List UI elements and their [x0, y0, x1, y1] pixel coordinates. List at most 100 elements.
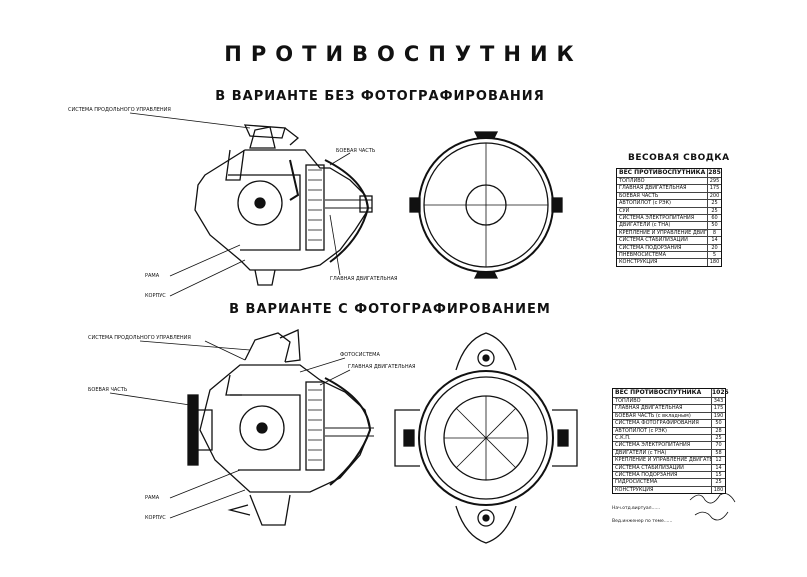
row-label: С.К.П. [615, 435, 631, 442]
row-label: СИСТЕМА ЭЛЕКТРОПИТАНИЯ [619, 215, 695, 222]
row-label: АВТОПИЛОТ (с РЭК) [615, 427, 667, 434]
table-header-value: 1025 [711, 389, 729, 397]
row-label: КОНСТРУКЦИЯ [619, 259, 658, 266]
label-main-engine-bottom: ГЛАВНАЯ ДВИГАТЕЛЬНАЯ [348, 364, 416, 370]
main-title: ПРОТИВОСПУТНИК [224, 42, 583, 66]
row-label: ТОПЛИВО [619, 178, 645, 184]
row-label: БОЕВАЯ ЧАСТЬ (с вкладным) [615, 412, 691, 419]
table-header-label: ВЕС ПРОТИВОСПУТНИКА [619, 169, 706, 176]
row-label: СИСТЕМА ПОДОРЗАНИЯ [619, 244, 682, 251]
row-label: КОНСТРУКЦИЯ [615, 486, 654, 493]
row-value: 60 [707, 215, 721, 222]
row-label: СИСТЕМА ФОТОГРАФИРОВАНИЯ [615, 420, 699, 427]
table-row: ГЛАВНАЯ ДВИГАТЕЛЬНАЯ 175 [617, 185, 721, 193]
table-header-label: ВЕС ПРОТИВОСПУТНИКА [615, 389, 702, 396]
row-value: 295 [707, 178, 721, 185]
table-row: СИСТЕМА ПОДОРЗАНИЯ 20 [617, 244, 721, 253]
row-value: 50 [707, 222, 721, 229]
row-label: ГЛАВНАЯ ДВИГАТЕЛЬНАЯ [619, 185, 687, 192]
table-row: СИСТЕМА СТАБИЛИЗАЦИИ 14 [613, 464, 725, 473]
table-row: КРЕПЛЕНИЕ И УПРАВЛЕНИЕ ДВИГАТЕЛЕЙ8 [617, 229, 721, 238]
row-value: 180 [711, 486, 725, 494]
table-row: СИСТЕМА ЭЛЕКТРОПИТАНИЯ 60 [617, 215, 721, 223]
signature-line-2: Вед.инженер по теме...... [612, 519, 673, 524]
row-label: СУИ [619, 207, 630, 214]
row-value: 343 [711, 398, 725, 405]
row-label: ТОПЛИВО [615, 398, 641, 404]
row-value: 58 [711, 449, 725, 457]
table-row: КРЕПЛЕНИЕ И УПРАВЛЕНИЕ ДВИГАТЕЛЕЙ12 [613, 457, 725, 465]
table-row: СИСТЕМА СТАБИЛИЗАЦИИ 14 [617, 237, 721, 245]
row-label: СИСТЕМА СТАБИЛИЗАЦИИ [615, 464, 684, 471]
row-label: ГИДРОСИСТЕМА [615, 479, 658, 486]
bottom-front-view [394, 332, 578, 544]
row-label: ПНЕВМОСИСТЕМА [619, 252, 667, 259]
row-value: 14 [707, 237, 721, 244]
row-value: 8 [707, 229, 721, 237]
row-value: 14 [711, 464, 725, 472]
row-value: 12 [711, 457, 725, 464]
table-row: ТОПЛИВО 343 [613, 398, 725, 406]
row-value: 25 [711, 435, 725, 442]
row-value: 15 [711, 472, 725, 479]
table-row: КОНСТРУКЦИЯ 180 [613, 486, 725, 494]
row-label: ДВИГАТЕЛИ (с ТНА) [619, 222, 671, 229]
label-frame-bottom: РАМА [145, 495, 160, 501]
table-header-value: 285 [707, 169, 721, 177]
row-value: 175 [711, 405, 725, 412]
top-front-view [409, 131, 563, 279]
table-row: С.К.П. 25 [613, 435, 725, 443]
row-value: 200 [707, 192, 721, 200]
table-row: ПНЕВМОСИСТЕМА 5 [617, 252, 721, 260]
row-label: КРЕПЛЕНИЕ И УПРАВЛЕНИЕ ДВИГАТЕЛЕЙ [615, 457, 711, 464]
section-title-without-photo: В ВАРИАНТЕ БЕЗ ФОТОГРАФИРОВАНИЯ [215, 89, 545, 104]
table-header-row: ВЕС ПРОТИВОСПУТНИКА 285 [617, 169, 721, 178]
top-side-view [194, 124, 373, 286]
table-row: ДВИГАТЕЛИ (с ТНА) 58 [613, 449, 725, 458]
label-body-bottom: КОРПУС [145, 515, 166, 521]
table-row: ДВИГАТЕЛИ (с ТНА) 50 [617, 222, 721, 230]
row-label: АВТОПИЛОТ (с РЭК) [619, 200, 671, 207]
label-frame-top: РАМА [145, 273, 160, 279]
table-row: АВТОПИЛОТ (с РЭК) 25 [617, 200, 721, 208]
row-value: 25 [711, 479, 725, 486]
row-value: 175 [707, 185, 721, 192]
row-value: 20 [707, 244, 721, 252]
label-camera: ФОТОСИСТЕМА [340, 352, 380, 358]
table-row: СИСТЕМА ПОДОРЗАНИЯ 15 [613, 472, 725, 480]
table-row: БОЕВАЯ ЧАСТЬ (с вкладным) 190 [613, 412, 725, 421]
signature-line-1: Нач.отд.виртуал...... [612, 506, 661, 511]
table-header-row: ВЕС ПРОТИВОСПУТНИКА 1025 [613, 389, 729, 398]
table-row: ТОПЛИВО 295 [617, 178, 721, 186]
row-label: ДВИГАТЕЛИ (с ТНА) [615, 449, 667, 456]
weight-summary-title: ВЕСОВАЯ СВОДКА [628, 153, 730, 163]
signature-marks [689, 493, 736, 521]
row-value: 5 [707, 252, 721, 259]
row-value: 50 [711, 420, 725, 427]
row-label: СИСТЕМА ЭЛЕКТРОПИТАНИЯ [615, 442, 691, 449]
section-title-with-photo: В ВАРИАНТЕ С ФОТОГРАФИРОВАНИЕМ [229, 302, 551, 317]
label-body-top: КОРПУС [145, 293, 166, 299]
row-value: 190 [711, 412, 725, 420]
row-value: 70 [711, 442, 725, 449]
table-row: СИСТЕМА ФОТОГРАФИРОВАНИЯ 50 [613, 420, 725, 428]
label-orientation-system-bottom: СИСТЕМА ПРОДОЛЬНОГО УПРАВЛЕНИЯ [88, 335, 191, 341]
row-value: 25 [707, 200, 721, 207]
label-orientation-system-top: СИСТЕМА ПРОДОЛЬНОГО УПРАВЛЕНИЯ [68, 107, 171, 113]
leader-lines-top [129, 112, 351, 297]
table-row: АВТОПИЛОТ (с РЭК) 28 [613, 427, 725, 436]
row-label: ГЛАВНАЯ ДВИГАТЕЛЬНАЯ [615, 405, 683, 412]
row-label: СИСТЕМА СТАБИЛИЗАЦИИ [619, 237, 688, 244]
table-row: ГЛАВНАЯ ДВИГАТЕЛЬНАЯ 175 [613, 405, 725, 413]
row-value: 28 [711, 427, 725, 435]
table-row: ГИДРОСИСТЕМА 25 [613, 479, 725, 487]
label-warhead-bottom: БОЕВАЯ ЧАСТЬ [88, 387, 128, 393]
row-label: СИСТЕМА ПОДОРЗАНИЯ [615, 472, 678, 479]
bottom-side-view [187, 329, 374, 526]
